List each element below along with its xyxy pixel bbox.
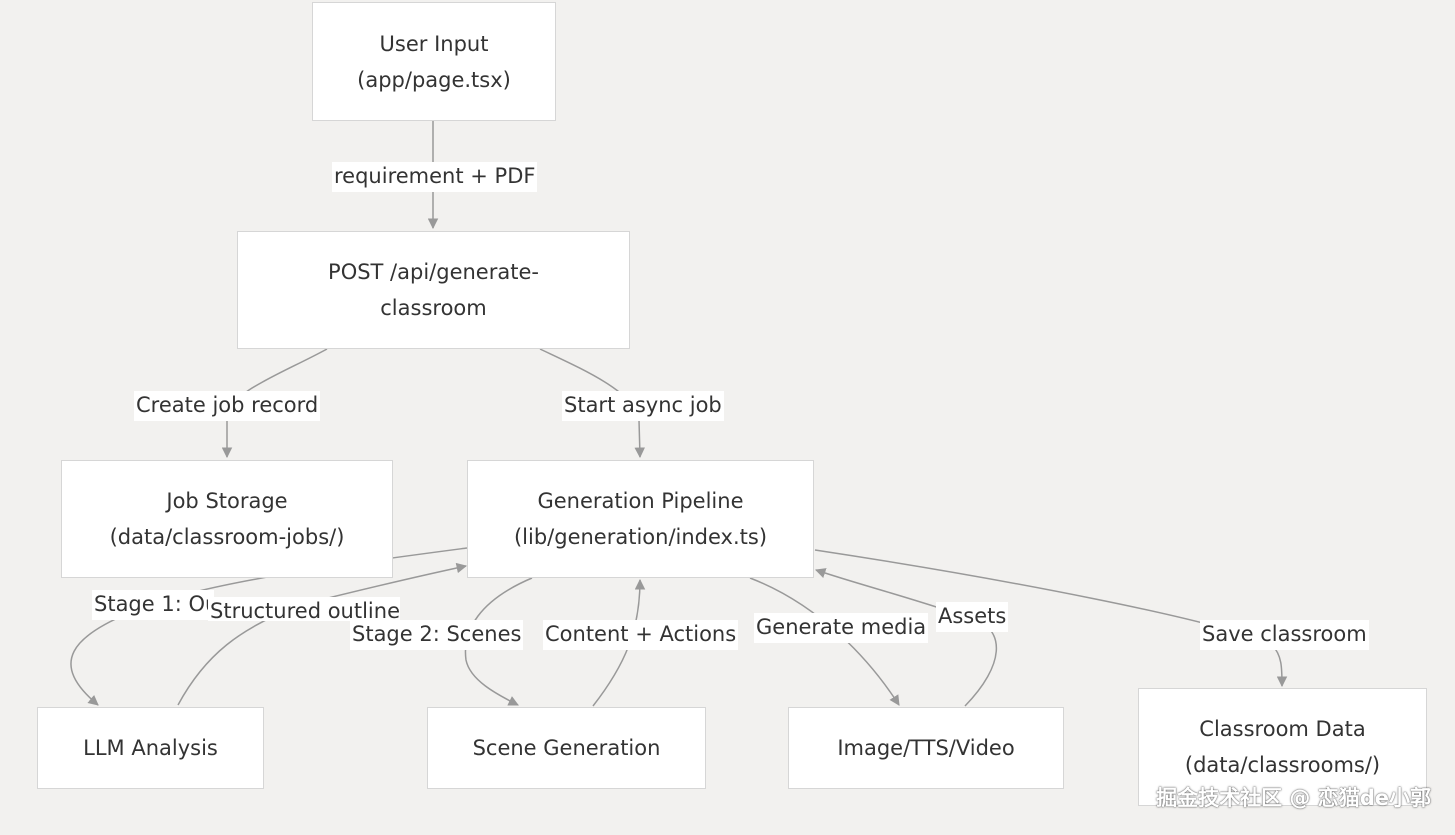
node-job-storage-title: Job Storage [166, 489, 288, 513]
node-generation-pipeline-path: (lib/generation/index.ts) [513, 525, 768, 549]
node-post-api-line1: POST /api/generate- [328, 260, 539, 284]
node-generation-pipeline-title: Generation Pipeline [537, 489, 744, 513]
edge-label-assets: Assets [936, 602, 1009, 632]
edge-label-generate-media: Generate media [754, 613, 929, 643]
node-job-storage: Job Storage (data/classroom-jobs/) [61, 460, 393, 578]
edge-label-stage1: Stage 1: Outline [92, 590, 214, 620]
edge-label-start-async: Start async job [562, 391, 724, 421]
node-image-tts-video: Image/TTS/Video [788, 707, 1064, 789]
node-job-storage-path: (data/classroom-jobs/) [109, 525, 345, 549]
node-user-input-path: (app/page.tsx) [357, 67, 511, 92]
edge-stage2 [464, 577, 533, 706]
watermark-text: 掘金技术社区 @ 恋猫de小郭 [1156, 786, 1431, 810]
node-classroom-data-title: Classroom Data [1199, 717, 1366, 741]
edge-label-save-classroom: Save classroom [1200, 620, 1369, 650]
edge-label-content-actions: Content + Actions [543, 620, 739, 650]
edge-label-structured-outline: Structured outline [208, 597, 400, 621]
edge-save-classroom [814, 549, 1288, 688]
node-classroom-data-path: (data/classrooms/) [1184, 753, 1381, 777]
node-image-tts-video-title: Image/TTS/Video [837, 736, 1015, 760]
edge-label-stage2: Stage 2: Scenes [350, 620, 524, 650]
node-user-input-title: User Input [379, 31, 489, 56]
node-llm-analysis-title: LLM Analysis [83, 736, 218, 760]
node-llm-analysis: LLM Analysis [37, 707, 264, 789]
node-generation-pipeline: Generation Pipeline (lib/generation/inde… [467, 460, 814, 578]
node-classroom-data: Classroom Data (data/classrooms/) [1138, 688, 1427, 806]
edge-label-create-job: Create job record [134, 391, 321, 421]
node-post-api-line2: classroom [380, 296, 487, 320]
node-user-input: User Input (app/page.tsx) [312, 2, 556, 121]
edge-label-requirement-pdf: requirement + PDF [332, 162, 538, 192]
node-scene-generation: Scene Generation [427, 707, 706, 789]
node-post-api: POST /api/generate- classroom [237, 231, 630, 349]
node-scene-generation-title: Scene Generation [472, 736, 661, 760]
